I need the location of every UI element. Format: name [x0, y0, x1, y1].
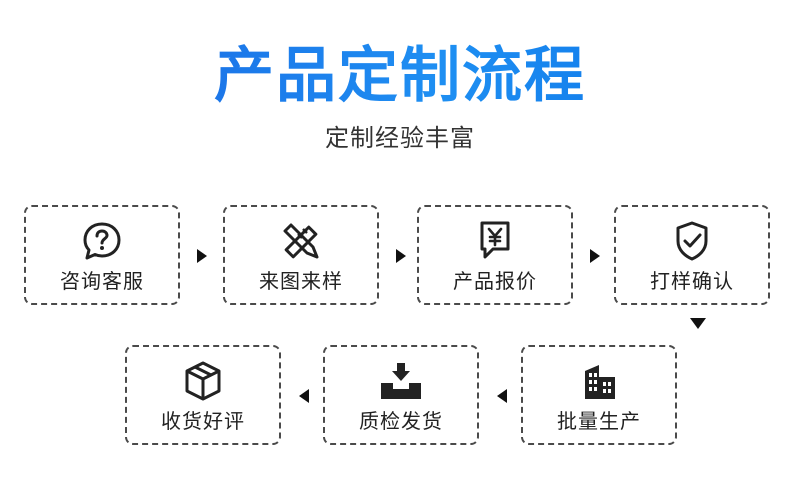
step-label: 咨询客服 [60, 269, 144, 293]
flow-arrow-down [690, 318, 706, 329]
step-mass-production: 批量生产 [521, 345, 677, 445]
package-box-icon [127, 359, 279, 403]
factory-building-icon [523, 359, 675, 403]
step-label: 来图来样 [259, 269, 343, 293]
flow-arrow-left [497, 389, 507, 403]
step-consult-service: 咨询客服 [24, 205, 180, 305]
inbox-download-icon [325, 359, 477, 403]
question-bubble-icon [26, 219, 178, 263]
shield-check-icon [616, 219, 768, 263]
step-product-quote: 产品报价 [417, 205, 573, 305]
step-label: 打样确认 [650, 269, 734, 293]
page-title: 产品定制流程 [0, 38, 800, 114]
yen-document-icon [419, 219, 571, 263]
flow-arrow-left [299, 389, 309, 403]
step-receive-review: 收货好评 [125, 345, 281, 445]
flow-arrow-right [197, 249, 207, 263]
step-label: 产品报价 [453, 269, 537, 293]
flow-arrow-right [396, 249, 406, 263]
step-label: 收货好评 [161, 409, 245, 433]
step-label: 质检发货 [359, 409, 443, 433]
flow-arrow-right [590, 249, 600, 263]
step-inspect-ship: 质检发货 [323, 345, 479, 445]
page-subtitle: 定制经验丰富 [325, 124, 475, 152]
step-sample-confirm: 打样确认 [614, 205, 770, 305]
pencil-ruler-icon [225, 219, 377, 263]
step-label: 批量生产 [557, 409, 641, 433]
step-send-drawings: 来图来样 [223, 205, 379, 305]
